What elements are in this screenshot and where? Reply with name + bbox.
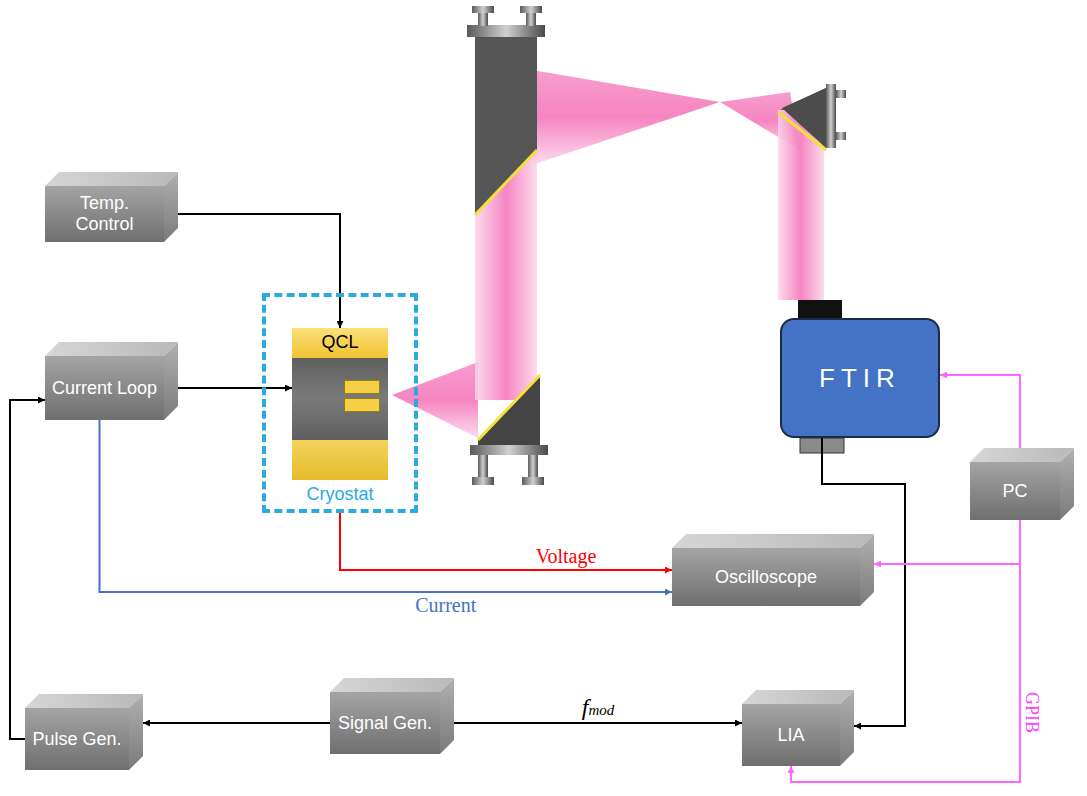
connector — [940, 375, 1020, 448]
node-label: Oscilloscope — [715, 567, 817, 588]
mirror-post — [836, 90, 846, 98]
connector — [454, 722, 742, 724]
connector — [143, 722, 330, 724]
mirror-post — [478, 12, 488, 26]
temp-control-box: Temp. Control — [45, 186, 164, 242]
connector — [10, 400, 45, 739]
cryostat-region: Cryostat QCL — [262, 293, 418, 513]
mirror-post — [520, 6, 542, 13]
signal-gen-box: Signal Gen. — [330, 692, 440, 754]
node-label: Cryostat — [266, 484, 414, 505]
node-label: QCL — [292, 332, 388, 353]
ftir-box: FTIR — [780, 318, 940, 438]
pc-box: PC — [970, 462, 1060, 520]
connector — [340, 513, 672, 570]
current-loop-box: Current Loop — [45, 356, 164, 420]
signal-label: fmod — [579, 694, 618, 721]
signal-label: Voltage — [533, 545, 600, 568]
connector — [874, 520, 1020, 564]
mirror-post — [472, 477, 494, 485]
mirror-post — [478, 455, 488, 477]
node-label: Current Loop — [52, 378, 157, 399]
oscilloscope-box: Oscilloscope — [672, 548, 860, 606]
mirror-post — [528, 455, 538, 477]
mirror-body — [782, 88, 826, 148]
node-label: Temp. Control — [51, 193, 158, 234]
laser-beam — [532, 70, 720, 165]
ftir-input-port — [798, 300, 842, 318]
connector — [178, 214, 340, 328]
node-label: LIA — [777, 725, 804, 746]
bus-label: GPIB — [1021, 690, 1042, 735]
mirror-mount — [470, 445, 548, 455]
connector — [178, 387, 292, 389]
mirror-body — [475, 35, 537, 215]
mirror-mount — [826, 84, 836, 148]
mirror-post — [526, 12, 536, 26]
contact-pad — [344, 380, 380, 394]
mirror-body — [478, 375, 540, 445]
qcl-chip: QCL — [292, 328, 388, 480]
node-label: Signal Gen. — [338, 713, 432, 734]
laser-beam — [392, 362, 478, 438]
mirror-mount — [467, 25, 545, 37]
mirror-post — [522, 477, 544, 485]
lia-box: LIA — [742, 704, 840, 766]
signal-label: Current — [412, 594, 479, 617]
mirror-surface — [475, 150, 537, 215]
node-label: Pulse Gen. — [32, 729, 121, 750]
mirror-surface — [478, 375, 540, 440]
mirror-post — [472, 6, 494, 13]
mirror-post — [836, 132, 846, 140]
contact-pad — [344, 398, 380, 412]
node-label: PC — [1002, 481, 1027, 502]
node-label: FTIR — [819, 363, 901, 394]
pulse-gen-box: Pulse Gen. — [25, 708, 129, 770]
